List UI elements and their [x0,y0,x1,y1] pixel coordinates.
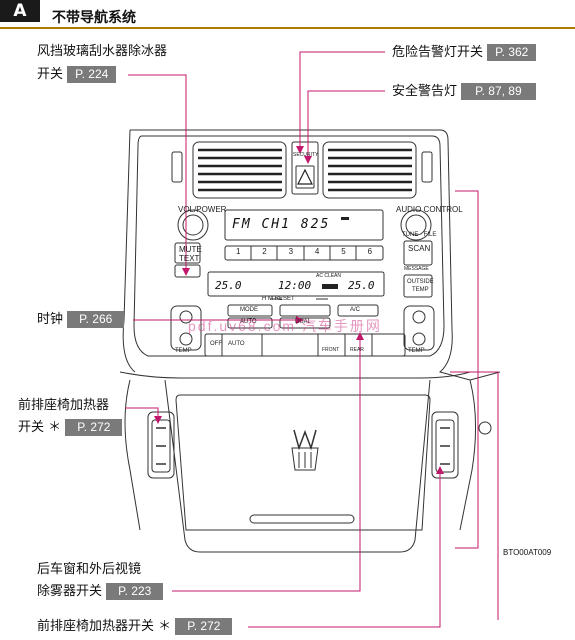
hazard-label: 危险告警灯开关 [392,45,484,60]
header-divider [0,27,575,29]
preset-button[interactable]: 5 [341,247,346,256]
wiper-deicer-label-line2: 开关 [37,67,64,82]
preset-button[interactable]: 2 [262,247,267,256]
mute-button[interactable]: MUTE [179,245,202,254]
temp-left-label: TEMP [175,348,192,354]
radio-display-text: FM CH1 825 [232,217,331,232]
off-button[interactable]: OFF [210,341,222,347]
temp-right-label: TEMP [408,348,425,354]
ac-button[interactable]: A/C [350,307,361,313]
defogger-page-ref[interactable]: P. 223 [106,583,164,600]
vol-power-label: VOL/POWER [178,205,227,214]
outside-temp-button[interactable]: OUTSIDE [407,279,434,285]
tune-file-label: TUNE · FILE [402,232,437,238]
defogger-label-line1: 后车窗和外后视镜 [37,562,142,577]
hazard-caption: SECURITY [293,152,319,158]
defogger-label-line2: 除雾器开关 [37,584,103,599]
seatbelt-callout: 安全警告灯 P. 87, 89 [392,83,536,100]
outside-temp-button-line2: TEMP [412,287,429,293]
section-letter-badge: A [0,0,40,22]
front-defog-button[interactable]: FRONT [322,347,340,353]
hazard-callout: 危险告警灯开关 P. 362 [392,44,537,61]
seat-heater-left-label-line1: 前排座椅加热器 [18,398,110,413]
climate-right-temp: 25.0 [348,279,375,292]
seat-heater-right-label: 前排座椅加热器开关 ＊ [37,619,172,634]
preset-button[interactable]: 6 [367,247,373,256]
seat-heater-left-page-ref[interactable]: P. 272 [65,419,123,436]
preset-button[interactable]: 3 [288,247,294,256]
auto-c-button[interactable]: AUTO [240,319,257,325]
clock-label: 时钟 [37,312,64,327]
preset-button[interactable]: 1 [235,247,241,256]
seat-heater-left-callout: 开关 ＊ P. 272 [18,419,123,436]
preset-button[interactable]: 4 [314,247,320,256]
rear-defog-button[interactable]: REAR [350,347,364,353]
hazard-page-ref[interactable]: P. 362 [487,44,537,61]
seatbelt-page-ref[interactable]: P. 87, 89 [461,83,536,100]
wiper-deicer-page-ref[interactable]: P. 224 [67,66,117,83]
clock-callout: 时钟 P. 266 [37,311,125,328]
wiper-deicer-label-line1: 风挡玻璃刮水器除冰器 [37,44,168,59]
watermark: pdf.uv68.com 汽车手册网 [188,318,382,334]
text-button[interactable]: TEXT [179,254,200,263]
figure-code: BTO00AT009 [503,548,552,557]
seat-heater-right-callout: 前排座椅加热器开关 ＊ P. 272 [37,618,233,635]
section-title: 不带导航系统 [52,10,136,26]
clock-page-ref[interactable]: P. 266 [67,311,125,328]
dual-button[interactable]: DUAL [295,319,312,325]
audio-control-label: AUDIO CONTROL [396,205,463,214]
preset-row: 1 2 3 4 5 6 [225,247,383,256]
seat-heater-left-label-line2: 开关 ＊ [18,420,62,435]
mode-button[interactable]: MODE [240,307,258,313]
seat-heater-right-page-ref[interactable]: P. 272 [175,618,233,635]
wiper-deicer-callout: 开关 P. 224 [37,66,117,83]
auto-button[interactable]: AUTO [228,341,245,347]
defogger-callout: 除雾器开关 P. 223 [37,583,164,600]
seatbelt-label: 安全警告灯 [392,84,458,99]
clock-adjust-labels: H M RESET [262,296,295,302]
climate-left-temp: 25.0 [215,279,242,292]
scan-button[interactable]: SCAN [408,244,431,253]
message-label: MESSAGE [404,266,429,272]
climate-clock: 12:00 [278,279,312,292]
ac-clean-label: AC CLEAN [316,273,342,279]
